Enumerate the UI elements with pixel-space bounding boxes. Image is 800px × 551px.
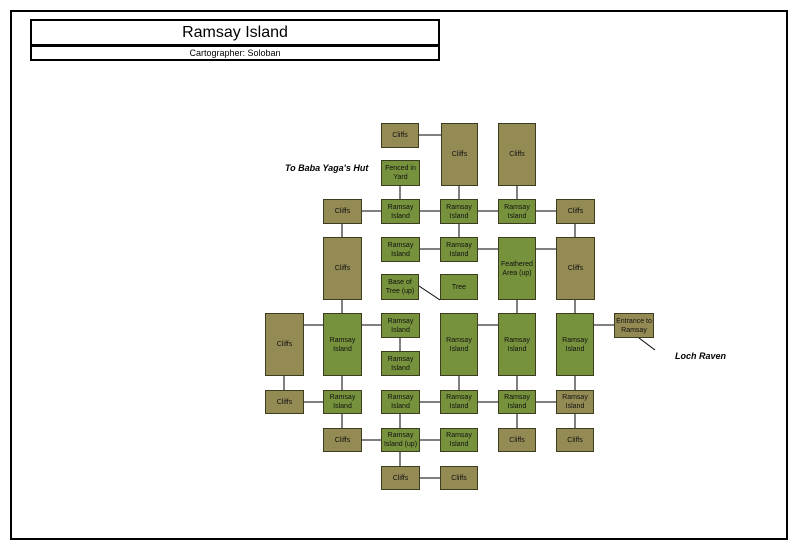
- room-ramsay-island[interactable]: Ramsay Island: [498, 313, 536, 376]
- room-cliffs[interactable]: Cliffs: [323, 199, 362, 224]
- room-cliffs[interactable]: Cliffs: [323, 237, 362, 300]
- room-cliffs[interactable]: Cliffs: [381, 123, 419, 148]
- room-ramsay-island[interactable]: Ramsay Island: [323, 313, 362, 376]
- room-base-of-tree[interactable]: Base of Tree (up): [381, 274, 419, 300]
- room-cliffs[interactable]: Cliffs: [498, 428, 536, 452]
- room-cliffs[interactable]: Cliffs: [441, 123, 478, 186]
- connector: [418, 285, 441, 301]
- room-cliffs[interactable]: Cliffs: [381, 466, 420, 490]
- room-cliffs[interactable]: Cliffs: [556, 199, 595, 224]
- room-cliffs[interactable]: Cliffs: [556, 428, 594, 452]
- room-ramsay-island[interactable]: Ramsay Island: [381, 313, 420, 338]
- room-ramsay-island[interactable]: Ramsay Island: [440, 428, 478, 452]
- room-ramsay-island[interactable]: Ramsay Island: [381, 351, 420, 376]
- room-ramsay-island-up[interactable]: Ramsay Island (up): [381, 428, 420, 452]
- room-cliffs[interactable]: Ramsay Island: [556, 390, 594, 414]
- room-cliffs[interactable]: Cliffs: [323, 428, 362, 452]
- note-baba-yaga: To Baba Yaga's Hut: [285, 163, 369, 173]
- room-ramsay-island[interactable]: Ramsay Island: [381, 199, 420, 224]
- room-cliffs[interactable]: Cliffs: [556, 237, 595, 300]
- room-ramsay-island[interactable]: Ramsay Island: [440, 390, 478, 414]
- note-loch-raven: Loch Raven: [675, 351, 727, 361]
- room-ramsay-island[interactable]: Ramsay Island: [440, 237, 478, 262]
- room-entrance[interactable]: Entrance to Ramsay: [614, 313, 654, 338]
- room-feathered-area[interactable]: Feathered Area (up): [498, 237, 536, 300]
- room-ramsay-island[interactable]: Ramsay Island: [440, 313, 478, 376]
- room-ramsay-island[interactable]: Ramsay Island: [556, 313, 594, 376]
- room-ramsay-island[interactable]: Ramsay Island: [498, 199, 536, 224]
- room-cliffs[interactable]: Cliffs: [498, 123, 536, 186]
- map-title: Ramsay Island: [30, 19, 440, 46]
- room-tree[interactable]: Tree: [440, 274, 478, 300]
- connector: [638, 337, 656, 351]
- room-ramsay-island[interactable]: Ramsay Island: [498, 390, 536, 414]
- room-ramsay-island[interactable]: Ramsay Island: [440, 199, 478, 224]
- map-subtitle: Cartographer: Soloban: [30, 45, 440, 61]
- room-fenced-yard[interactable]: Fenced in Yard: [381, 160, 420, 186]
- room-ramsay-island[interactable]: Ramsay Island: [381, 237, 420, 262]
- room-ramsay-island[interactable]: Ramsay Island: [323, 390, 362, 414]
- room-ramsay-island[interactable]: Ramsay Island: [381, 390, 420, 414]
- room-cliffs[interactable]: Cliffs: [440, 466, 478, 490]
- room-cliffs[interactable]: Cliffs: [265, 313, 304, 376]
- room-cliffs[interactable]: Cliffs: [265, 390, 304, 414]
